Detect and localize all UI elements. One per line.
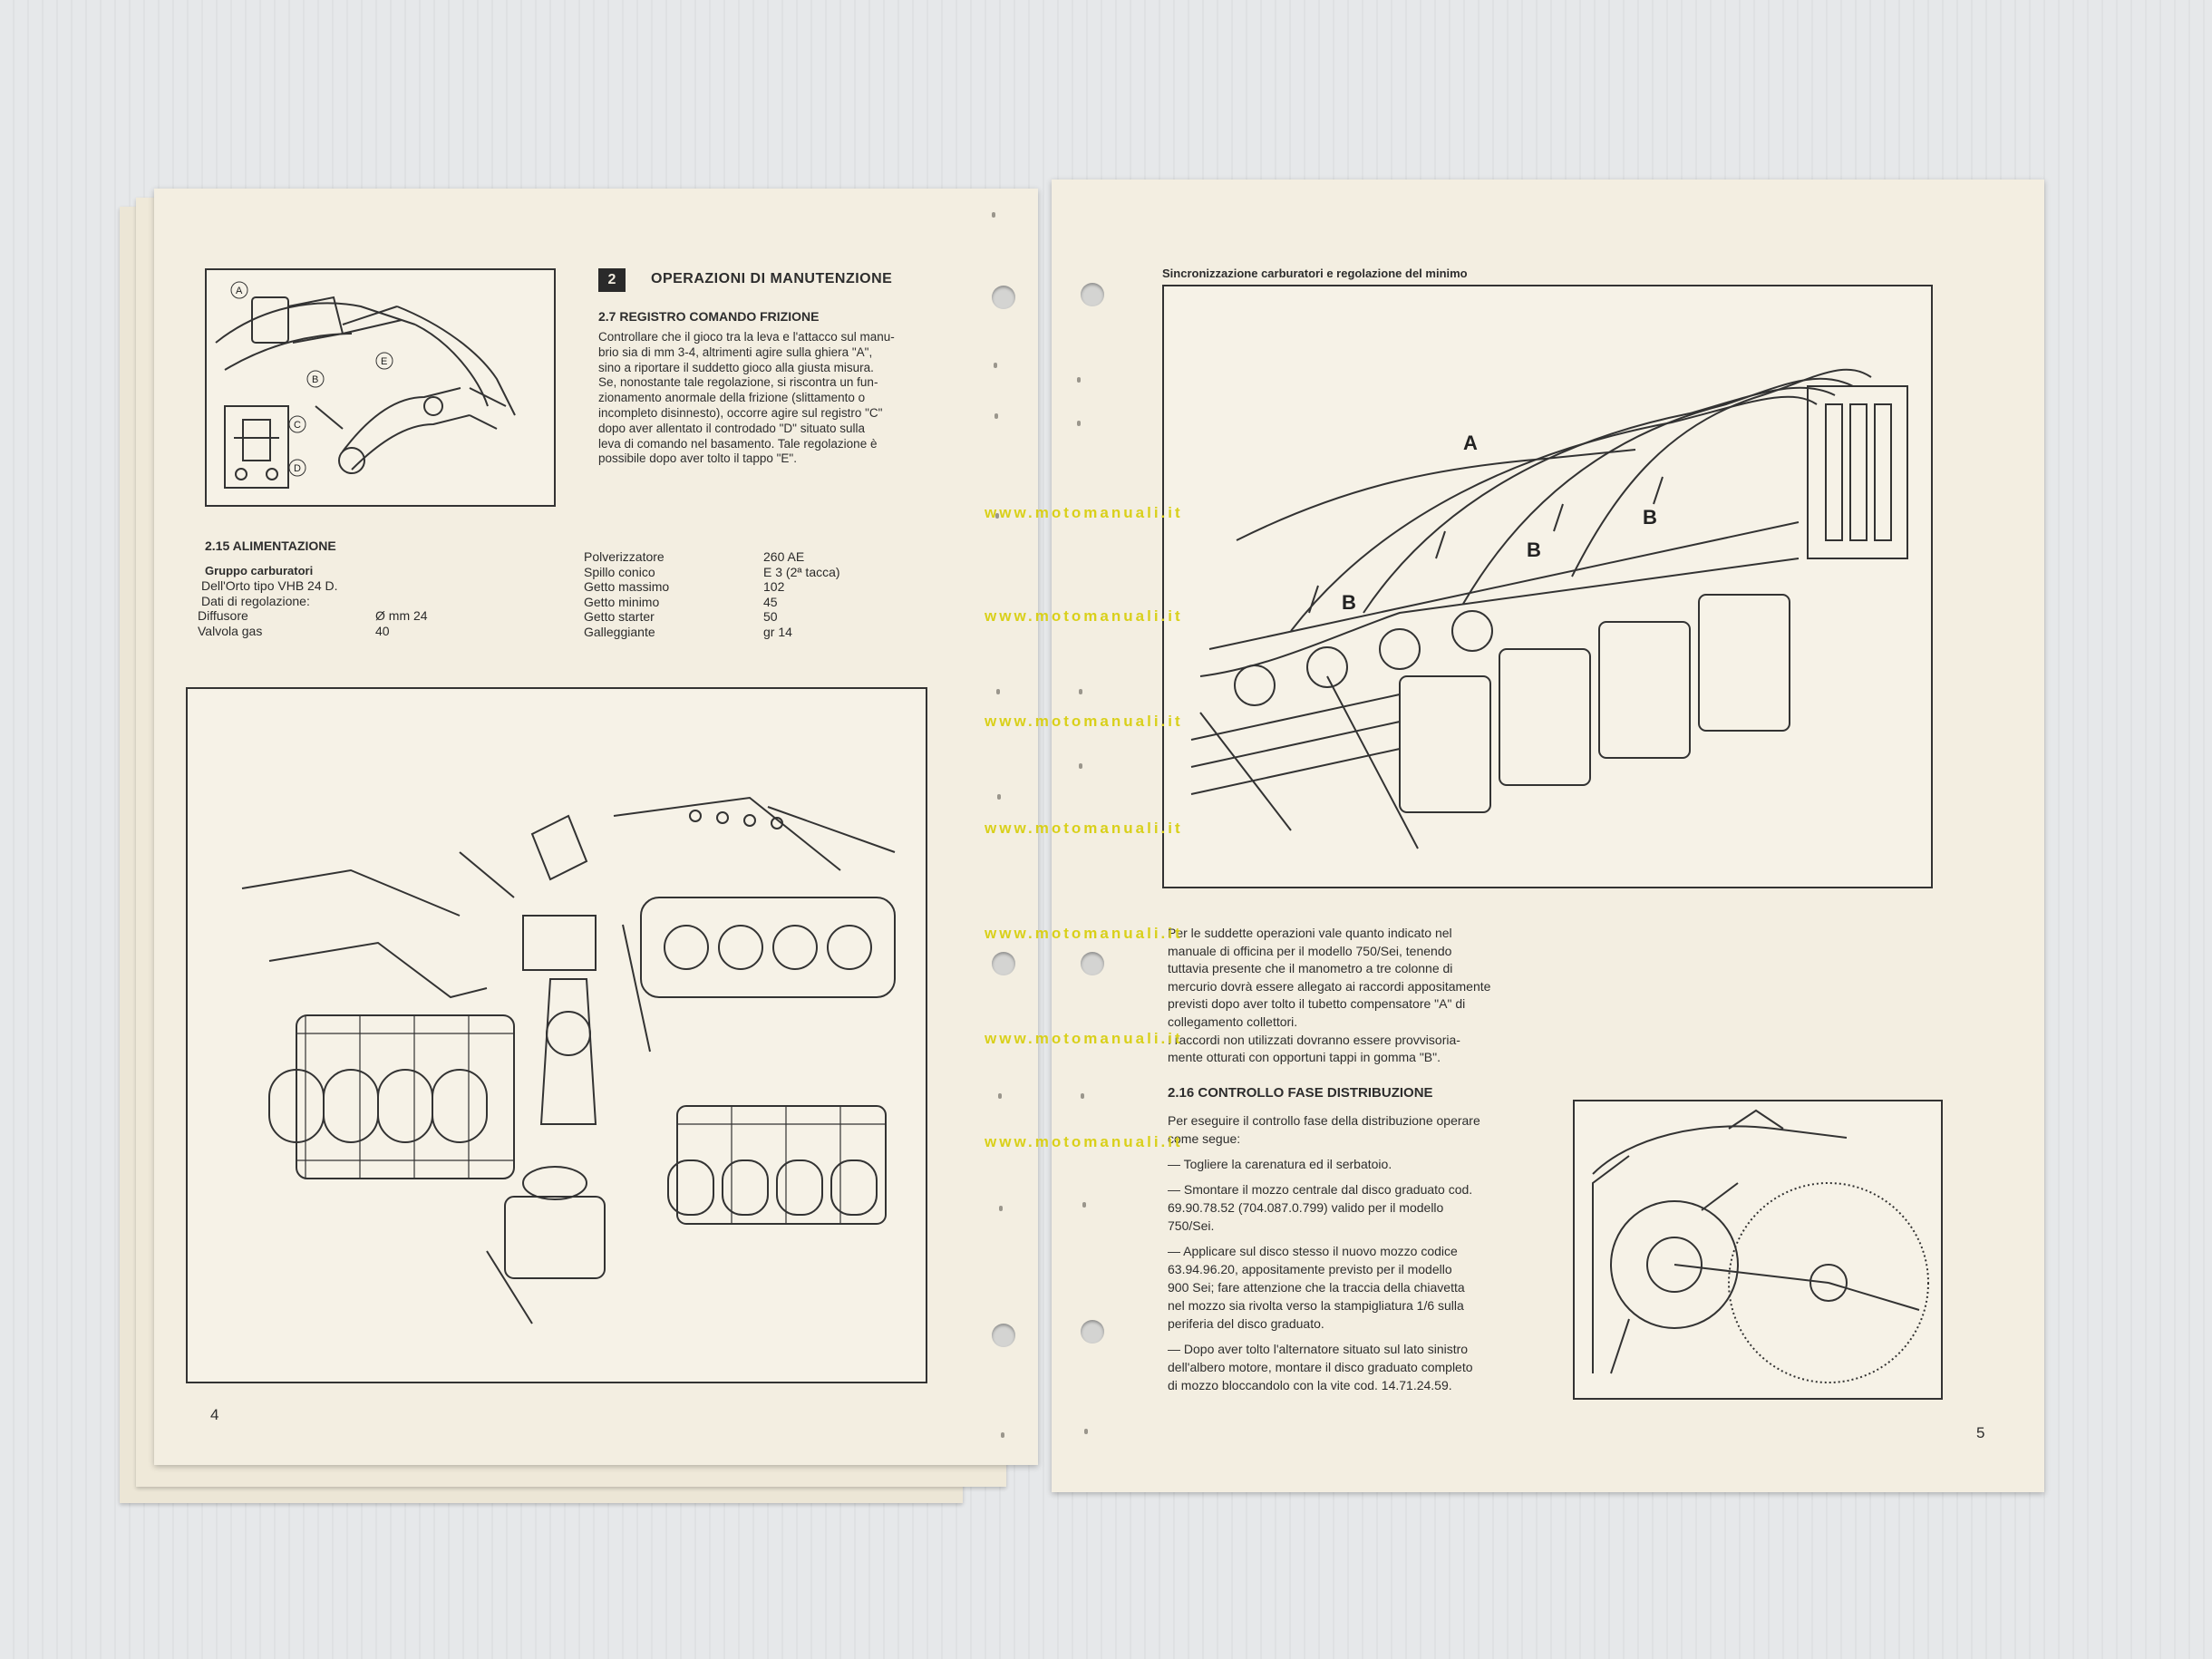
carburetor-exploded-diagram [241,796,896,1324]
spec-right-labels: Polverizzatore Spillo conico Getto massi… [584,549,670,639]
watermark: www.motomanuali.it [985,820,1183,837]
perforation-tick [999,1206,1003,1211]
watermark: www.motomanuali.it [985,607,1183,625]
spec-left-labels: Diffusore Valvola gas [198,608,263,638]
perforation-tick [1077,421,1081,426]
alimentazione-title: 2.15 ALIMENTAZIONE [205,538,336,553]
gruppo-lines: Dell'Orto tipo VHB 24 D. Dati di regolaz… [201,578,338,608]
carburetor-sync-figure: A B B B [1162,285,1933,888]
figure-label: B [1342,591,1356,614]
figure-label: B [1527,538,1541,561]
watermark: www.motomanuali.it [985,713,1183,730]
binder-hole [1081,283,1104,306]
figure-label: A [1463,432,1478,454]
perforation-tick [1079,689,1082,694]
sync-paragraph: Per le suddette operazioni vale quanto i… [1168,926,1491,1065]
figure-label: B [312,374,318,385]
figure-label: E [381,356,387,367]
perforation-tick [1079,763,1082,769]
perforation-tick [995,513,999,519]
clutch-paragraph: Controllare che il gioco tra la leva e l… [598,330,895,466]
watermark: www.motomanuali.it [985,1030,1183,1047]
binder-hole [1081,952,1104,975]
watermark: www.motomanuali.it [985,504,1183,521]
figure-label: B [1643,506,1657,529]
figure-label: C [294,420,301,431]
perforation-tick [1077,377,1081,383]
section-title: OPERAZIONI DI MANUTENZIONE [651,271,893,286]
binder-hole [992,286,1015,309]
page-number-left: 4 [210,1406,219,1423]
binder-hole [992,1324,1015,1347]
fase-title: 2.16 CONTROLLO FASE DISTRIBUZIONE [1168,1085,1433,1101]
right-page-header: Sincronizzazione carburatori e regolazio… [1162,267,1468,280]
perforation-tick [997,794,1001,800]
figure-label: D [294,463,301,474]
watermark: www.motomanuali.it [985,925,1183,942]
perforation-tick [994,413,998,419]
carburetor-exploded-figure [186,687,927,1383]
perforation-tick [1082,1202,1086,1208]
timing-disc-diagram [1592,1109,1929,1383]
carburetor-sync-diagram: A B B B [1190,368,1908,849]
perforation-tick [994,363,997,368]
clutch-figure: A B C D E [205,268,556,507]
gruppo-title: Gruppo carburatori [205,564,314,577]
perforation-tick [1001,1432,1004,1438]
page-number-right: 5 [1976,1424,1985,1441]
timing-disc-figure [1573,1100,1943,1400]
perforation-tick [996,689,1000,694]
spec-left-values: Ø mm 24 40 [375,608,428,638]
perforation-tick [1081,1093,1084,1099]
fase-text: Per eseguire il controllo fase della dis… [1168,1113,1480,1392]
watermark: www.motomanuali.it [985,1133,1183,1150]
perforation-tick [1084,1429,1088,1434]
figure-label: A [236,286,243,296]
spec-right-values: 260 AE E 3 (2ª tacca) 102 45 50 gr 14 [763,549,840,639]
binder-hole [992,952,1015,975]
clutch-diagram: A B C D E [215,281,516,489]
section-number-badge: 2 [598,268,626,292]
subsection-title: 2.7 REGISTRO COMANDO FRIZIONE [598,309,820,324]
left-page: A B C D E 2 OPERAZIONI DI MANUTENZIONE 2… [154,189,1038,1465]
perforation-tick [998,1093,1002,1099]
right-page: Sincronizzazione carburatori e regolazio… [1052,179,2044,1492]
perforation-tick [992,212,995,218]
binder-hole [1081,1320,1104,1344]
